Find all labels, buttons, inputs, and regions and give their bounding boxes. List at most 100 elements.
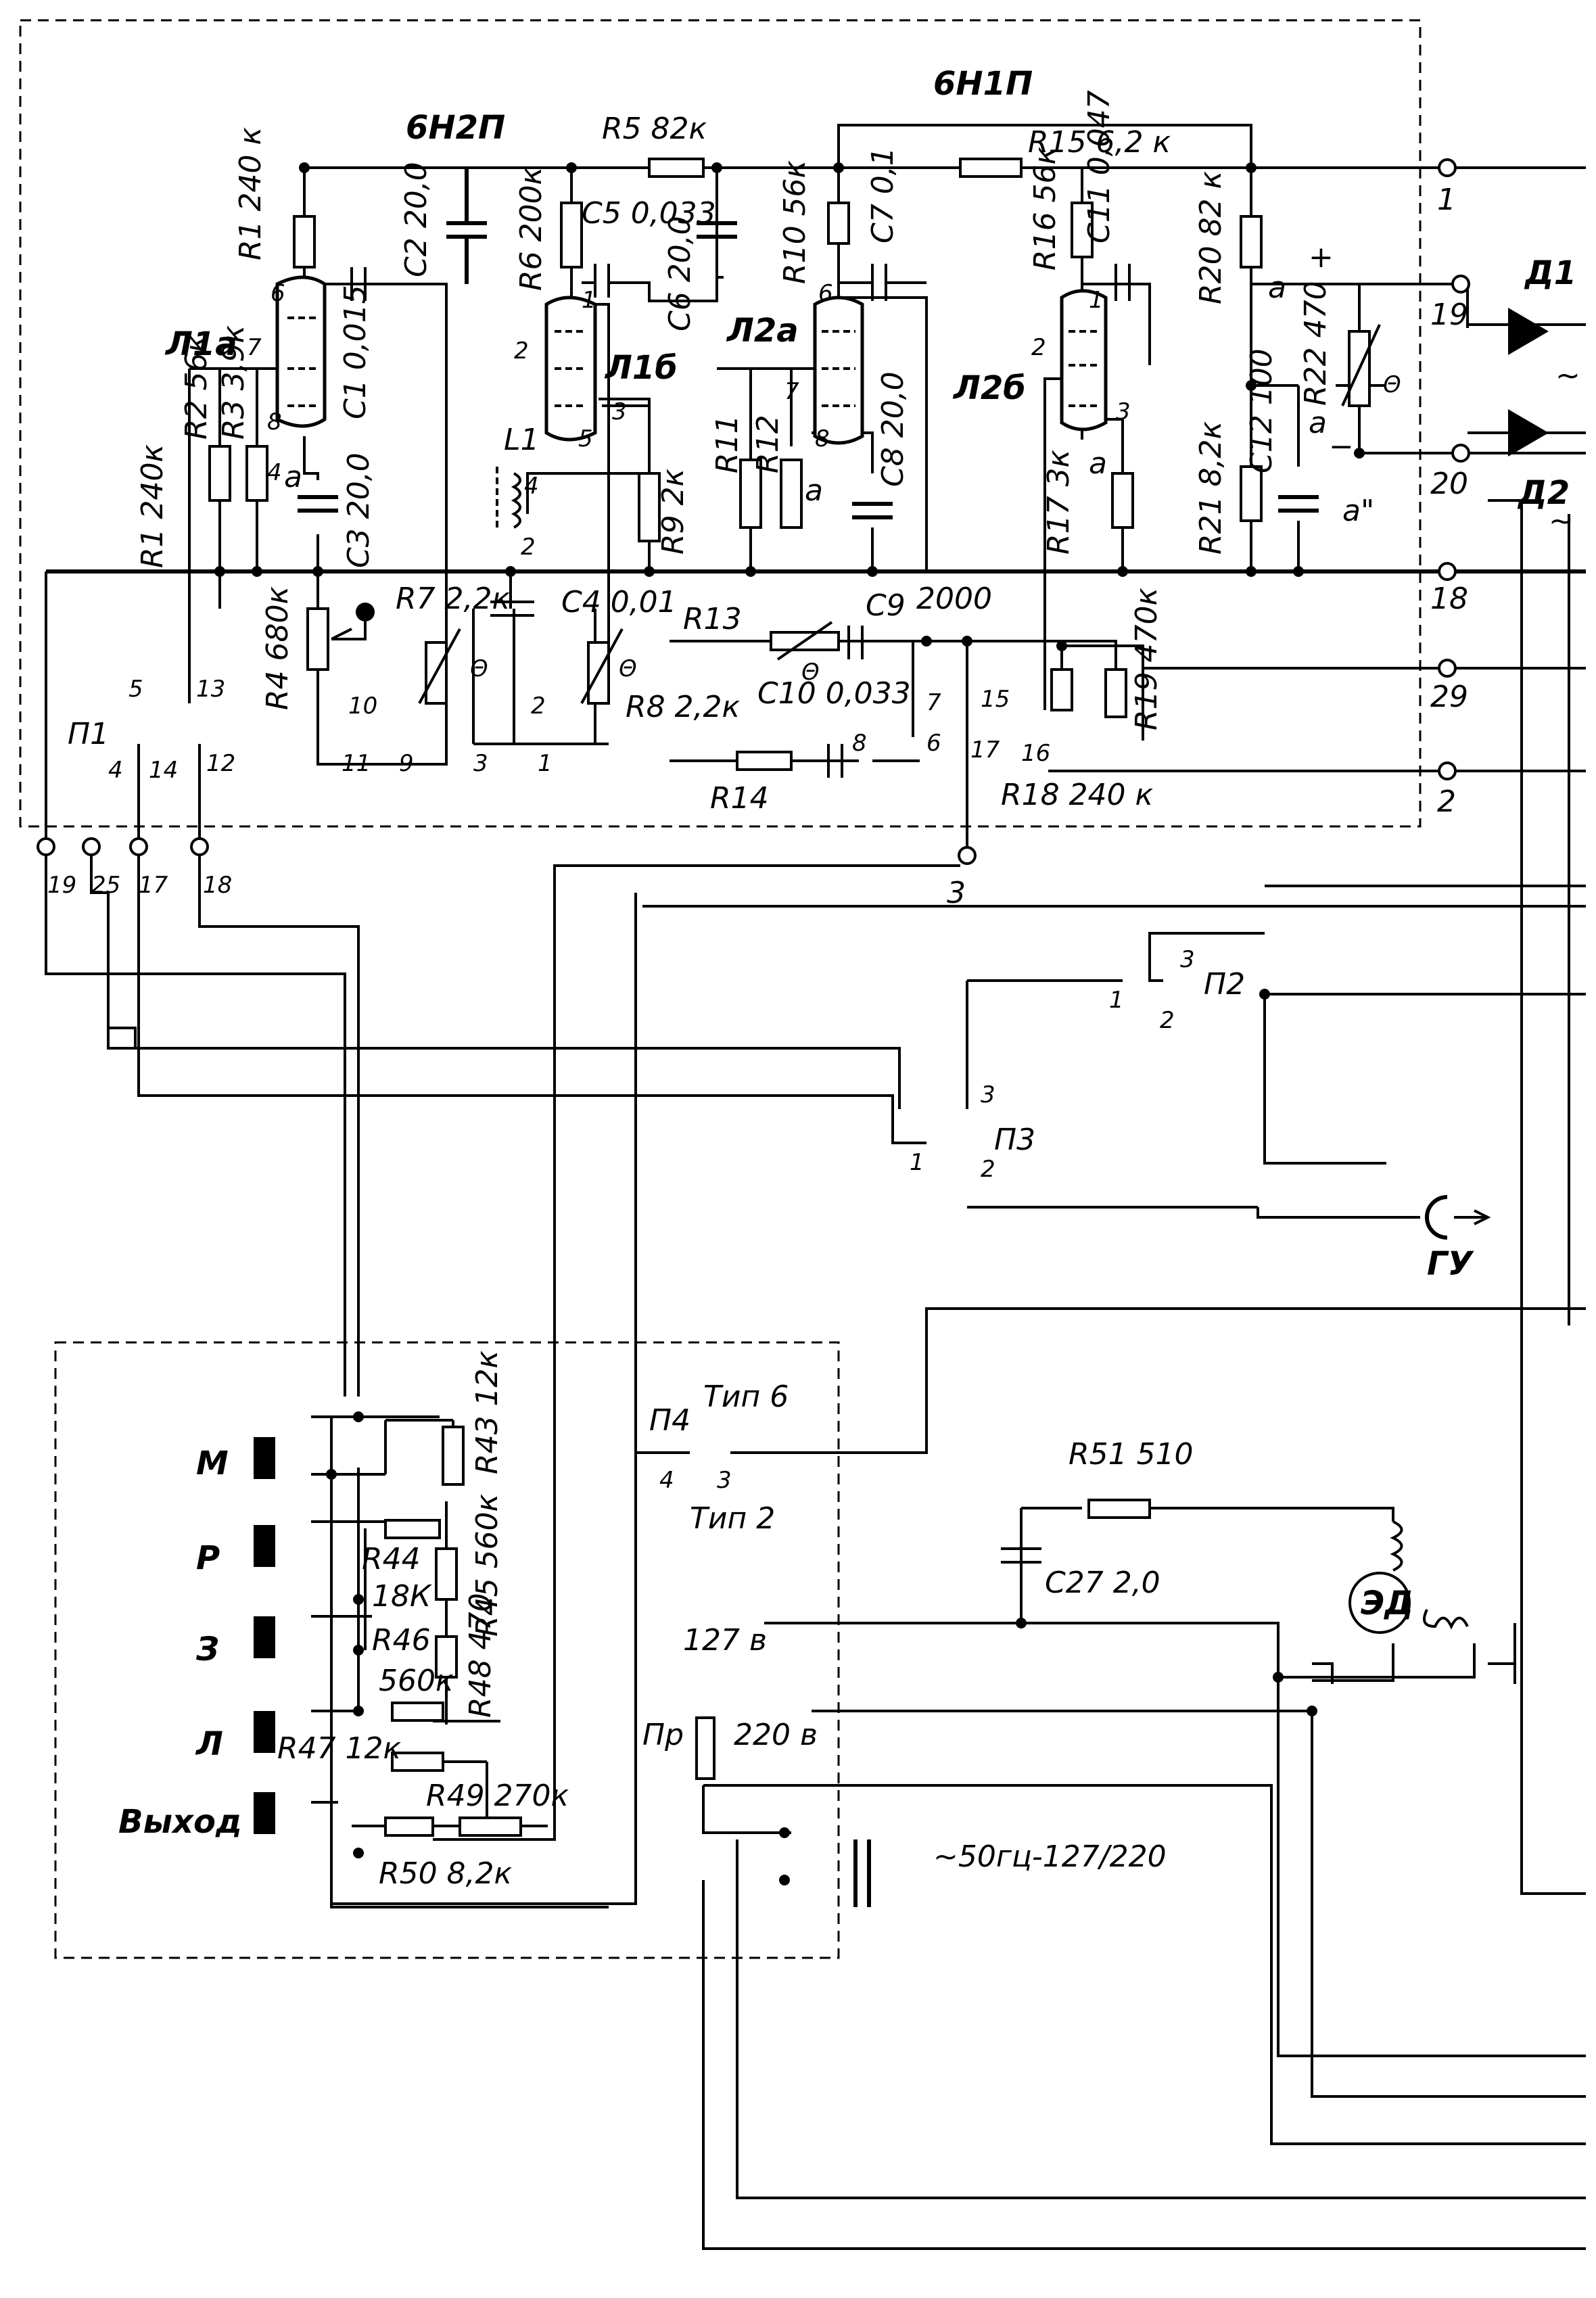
resistor-r1a: [293, 215, 316, 268]
resistor-r6: [560, 202, 583, 268]
resistor-r16: [1071, 202, 1094, 258]
label-r48: R48 470: [463, 1593, 498, 1718]
label-r45: R45 560к: [470, 1493, 504, 1637]
resistor-r18: [1050, 668, 1073, 711]
pin-1-s: 1: [538, 750, 553, 777]
pin-9: 9: [399, 750, 414, 777]
pin-8-l1a: 8: [267, 408, 282, 436]
label-r15: R15 6,2 к: [1028, 125, 1171, 160]
resistor-r14: [736, 751, 793, 771]
pin-3-p3: 3: [981, 1081, 995, 1108]
marker-a2: a": [1342, 494, 1374, 528]
terminal-20: 20: [1430, 467, 1468, 501]
tube-l2a: [813, 296, 864, 445]
label-r21: R21 8,2к: [1194, 421, 1228, 555]
r8-arrow: [580, 628, 624, 704]
marker-a-1: a: [1268, 271, 1286, 305]
pin-7-l1a: 7: [247, 334, 262, 361]
external-wire-25: [90, 839, 901, 1109]
marker-theta-2: Θ: [470, 655, 488, 682]
marker-a-3: a: [284, 460, 302, 494]
pin-2-s: 2: [531, 693, 546, 720]
resistor-r50: [384, 1816, 434, 1837]
resistor-r5: [648, 158, 705, 178]
tube-l1a-label: Л1а: [164, 325, 237, 363]
pin-11: 11: [342, 750, 371, 777]
jack-label-z: З: [195, 1631, 219, 1668]
pin-2-l1: 2: [521, 534, 536, 561]
label-c27: C27 2,0: [1045, 1566, 1160, 1600]
tube-l2b: [1060, 289, 1108, 431]
l2a-net: [717, 168, 928, 571]
marker-a-4: a: [805, 473, 823, 508]
jack-label-r: Р: [196, 1539, 220, 1577]
marker-theta-3: Θ: [619, 655, 637, 682]
label-c3: C3 20,0: [342, 452, 376, 568]
pin-5-l1b: 5: [578, 425, 593, 452]
label-r46: R46: [372, 1623, 431, 1658]
resistor-r49: [459, 1816, 522, 1837]
r20-r21-net: [1250, 168, 1300, 571]
pin-15: 15: [981, 686, 1010, 713]
label-c8: C8 20,0: [876, 371, 910, 487]
r13-arrow: [776, 621, 833, 661]
marker-plus: +: [1309, 240, 1334, 275]
jack-label-m: М: [196, 1445, 229, 1482]
label-c12: C12 100: [1244, 348, 1279, 473]
resistor-r3: [245, 445, 268, 502]
label-r44: R44: [362, 1542, 421, 1576]
l1a-grid-bus: [188, 367, 284, 703]
pin-6-s: 6: [926, 730, 941, 757]
terminal-18r: 18: [1430, 582, 1468, 616]
pin-3-s: 3: [473, 750, 488, 777]
resistor-r45: [435, 1547, 458, 1601]
label-r18: R18 240 к: [1001, 778, 1154, 812]
label-r12: R12: [751, 415, 785, 473]
label-220v: 220 в: [734, 1718, 818, 1752]
mains-wiring: [702, 1622, 1586, 2250]
pin-3-p2: 3: [1180, 946, 1195, 973]
r4-branch: [316, 534, 433, 766]
coupling-c4: [472, 575, 609, 745]
label-tip2: Тип 2: [690, 1501, 775, 1536]
wire-to-m-jack: [46, 972, 346, 1397]
pin-1-l2b: 1: [1089, 287, 1104, 314]
label-r7: R7 2,2к: [396, 582, 511, 616]
pin-2-p2: 2: [1160, 1007, 1175, 1034]
resistor-r46: [435, 1635, 458, 1679]
resistor-r47: [391, 1702, 444, 1722]
terminal-19: 19: [47, 872, 76, 899]
pin-5-p1: 5: [128, 676, 143, 703]
resistor-r13: [770, 631, 840, 651]
label-r6: R6 200к: [514, 166, 548, 291]
fuse-pr: [695, 1716, 715, 1780]
resistor-r17: [1111, 472, 1134, 529]
pin-17: 17: [970, 736, 1000, 764]
pin-6-l1a: 6: [271, 280, 285, 307]
resistor-r4: [306, 607, 329, 671]
pin-8-l2a: 8: [815, 425, 830, 452]
tube-label-6n2p: 6Н2П: [406, 109, 505, 147]
tube-l1b: [544, 296, 597, 442]
pin-14-p1: 14: [149, 757, 178, 784]
label-c9: C9: [866, 588, 906, 623]
terminal-markers: [37, 158, 1470, 865]
label-c4: C4 0,01: [561, 585, 677, 619]
label-r16: R16 56к: [1028, 146, 1062, 271]
wire-p2-out: [966, 932, 1586, 1165]
label-motor: ЭД: [1361, 1585, 1413, 1622]
label-r50: R50 8,2к: [379, 1856, 513, 1891]
pin-4-l1a: 4: [267, 459, 282, 486]
external-wire-18: [198, 744, 360, 1397]
pin-12-p1: 12: [206, 750, 235, 777]
pin-4-l1b: 4: [524, 473, 539, 500]
label-c10: C10 0,033: [757, 676, 911, 711]
pin-6-l2a: 6: [818, 280, 833, 307]
label-p2: П2: [1204, 967, 1245, 1002]
motor-ed: [1348, 1572, 1411, 1634]
label-r44-value: 18К: [372, 1579, 432, 1614]
terminal-17: 17: [139, 872, 168, 899]
label-d1: Д1: [1524, 254, 1576, 292]
wire-p3-out: [967, 1206, 1420, 1219]
r22-arrow: [1341, 324, 1381, 406]
